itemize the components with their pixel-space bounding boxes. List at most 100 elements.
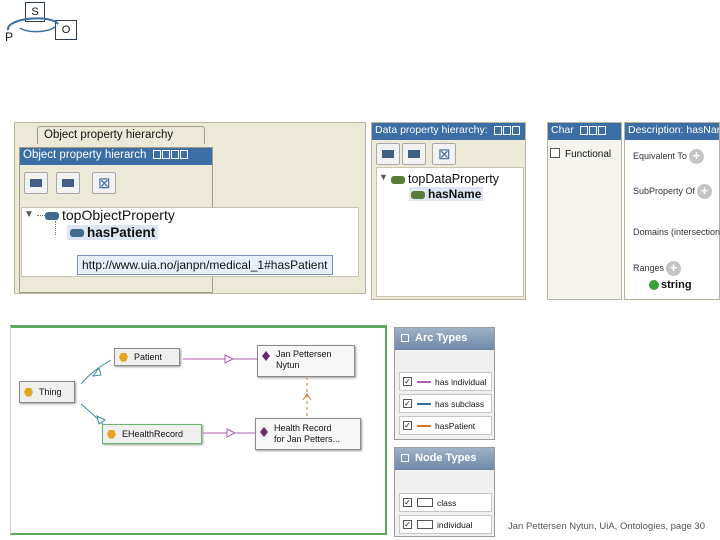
add-equivalent-button[interactable]: + — [688, 149, 704, 164]
node-label: EHealthRecord — [122, 429, 184, 439]
node-label: Jan Pettersen Nytun — [276, 349, 332, 371]
property-icon — [70, 229, 84, 238]
add-range-button[interactable]: + — [666, 261, 682, 276]
subject-box: S — [25, 2, 45, 22]
node-ehealthrecord[interactable]: EHealthRecord — [102, 424, 202, 444]
arc-color-swatch — [417, 402, 431, 405]
node-thing[interactable]: Thing — [19, 381, 75, 403]
arc-type-row[interactable]: ✓has individual — [399, 372, 492, 391]
node-swatch — [417, 498, 433, 507]
node-label: Health Record for Jan Petters... — [274, 423, 340, 445]
node-type-label: individual — [437, 519, 473, 530]
node-swatch — [417, 520, 433, 529]
checkbox[interactable]: ✓ — [403, 399, 412, 408]
tree-item-topobjectproperty[interactable]: topObjectProperty — [45, 207, 175, 223]
property-icon — [45, 212, 59, 221]
arc-type-row[interactable]: ✓hasPatient — [399, 416, 492, 435]
tree-item-hasname[interactable]: hasName — [409, 187, 484, 201]
window-controls[interactable] — [152, 149, 189, 161]
functional-label: Functional — [565, 149, 612, 160]
arc-types-title: Arc Types — [415, 332, 468, 344]
add-subproperty-button[interactable] — [24, 172, 48, 194]
subproperty-of-row: SubProperty Of+ — [633, 184, 713, 199]
iri-tooltip: http://www.uia.no/janpn/medical_1#hasPat… — [77, 255, 333, 275]
node-label: Thing — [39, 387, 62, 397]
data-property-tree: ▼ topDataProperty hasName — [376, 167, 524, 297]
edge-arrow — [96, 415, 106, 425]
characteristics-titlebar: Char — [548, 123, 621, 140]
window-controls[interactable] — [579, 124, 607, 136]
arc-color-swatch — [417, 424, 431, 427]
class-icon — [24, 387, 33, 397]
description-title: Description: hasNar — [625, 123, 719, 140]
property-icon — [411, 190, 425, 199]
expand-triangle-icon[interactable]: ▼ — [379, 172, 388, 182]
tree-connector — [37, 215, 45, 216]
object-property-panel: Object property hierarchy Object propert… — [14, 122, 366, 294]
edge-arrow — [224, 354, 235, 364]
data-property-titlebar: Data property hierarchy: — [372, 123, 525, 140]
node-patient[interactable]: Patient — [114, 348, 180, 366]
predicate-label: P — [5, 30, 14, 44]
arc-types-panel: Arc Types ✓has individual ✓has subclass … — [394, 327, 495, 440]
collapse-icon — [401, 454, 409, 463]
tree-item-label: topDataProperty — [408, 172, 500, 186]
functional-checkbox[interactable] — [550, 148, 560, 158]
tree-item-topdataproperty[interactable]: topDataProperty — [391, 172, 499, 186]
node-type-row[interactable]: ✓ individual — [399, 515, 492, 534]
object-property-titlebar: Object property hierarch — [20, 148, 212, 165]
add-sibling-button[interactable] — [402, 143, 426, 165]
checkbox[interactable]: ✓ — [403, 520, 412, 529]
domains-label: Domains (intersection — [633, 227, 720, 237]
node-types-titlebar[interactable]: Node Types — [395, 448, 494, 470]
tree-item-label: topObjectProperty — [62, 207, 175, 223]
arc-color-swatch — [417, 380, 431, 383]
node-jan-pettersen-nytun[interactable]: Jan Pettersen Nytun — [257, 345, 355, 377]
tree-item-haspatient[interactable]: hasPatient — [67, 225, 159, 240]
ontology-graph-panel[interactable]: Thing Patient EHealthRecord Jan Petterse… — [10, 325, 387, 535]
expand-triangle-icon[interactable]: ▼ — [24, 209, 34, 220]
individual-icon — [260, 427, 268, 437]
node-health-record[interactable]: Health Record for Jan Petters... — [255, 418, 361, 450]
checkbox[interactable]: ✓ — [403, 377, 412, 386]
class-icon — [119, 352, 128, 362]
delete-property-button[interactable] — [432, 143, 456, 165]
node-label-line: Nytun — [276, 360, 300, 370]
datatype-icon — [649, 280, 659, 291]
checkbox[interactable]: ✓ — [403, 421, 412, 430]
node-types-title: Node Types — [415, 452, 477, 464]
object-box: O — [55, 20, 77, 40]
object-property-title: Object property hierarch — [23, 149, 147, 162]
tab-object-property-hierarchy[interactable]: Object property hierarchy — [37, 126, 205, 144]
tree-item-label: hasName — [428, 187, 482, 201]
node-type-row[interactable]: ✓class — [399, 493, 492, 512]
range-value-row[interactable]: string — [649, 279, 692, 291]
add-sibling-button[interactable] — [56, 172, 80, 194]
tree-item-label: hasPatient — [87, 225, 156, 240]
description-panel: Description: hasNar Equivalent To+ SubPr… — [624, 122, 720, 300]
ranges-label: Ranges — [633, 262, 665, 273]
individual-icon — [262, 351, 270, 361]
arc-types-titlebar[interactable]: Arc Types — [395, 328, 494, 350]
characteristics-panel: Char Functional — [547, 122, 622, 300]
node-types-panel: Node Types ✓class ✓ individual — [394, 447, 495, 537]
node-label-line: for Jan Petters... — [274, 434, 341, 444]
class-icon — [107, 429, 116, 439]
node-label-line: Health Record — [274, 423, 332, 433]
checkbox[interactable]: ✓ — [403, 498, 412, 507]
delete-property-button[interactable] — [92, 172, 116, 194]
node-label: Patient — [134, 352, 163, 362]
tree-connector — [55, 221, 56, 235]
edge-thing-patient — [80, 359, 112, 385]
arc-type-row[interactable]: ✓ has subclass — [399, 394, 492, 413]
collapse-icon — [401, 334, 409, 343]
slide-footer: Jan Pettersen Nytun, UiA, Ontologies, pa… — [508, 521, 705, 532]
property-icon — [391, 175, 405, 184]
arc-type-label: has subclass — [435, 398, 485, 409]
add-subproperty-button[interactable] — [376, 143, 400, 165]
data-property-panel: Data property hierarchy: ▼ topDataProper… — [371, 122, 526, 300]
window-controls[interactable] — [493, 124, 521, 136]
graph-edges — [80, 354, 312, 438]
add-superproperty-button[interactable]: + — [697, 184, 713, 199]
node-label-line: Jan Pettersen — [276, 349, 332, 359]
